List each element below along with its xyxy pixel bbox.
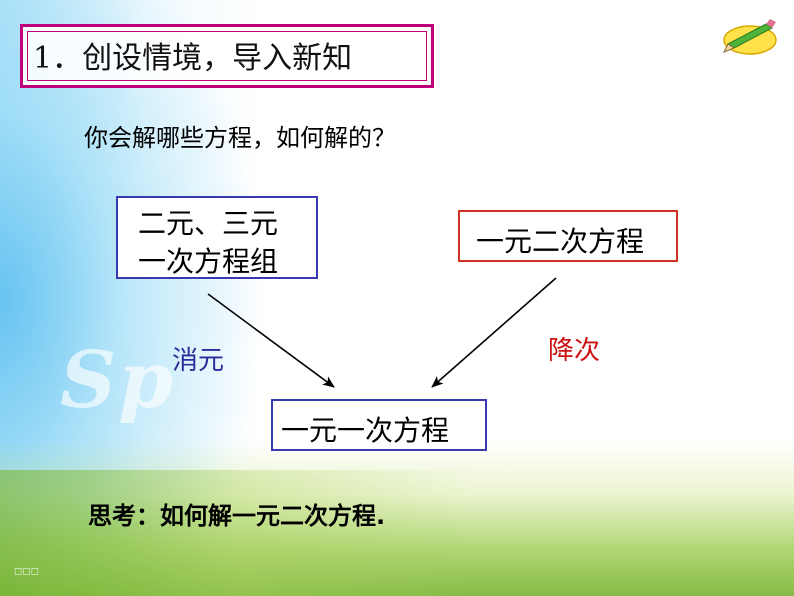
box-right-label: 一元二次方程	[476, 225, 645, 258]
box-linear-equation: 一元一次方程	[271, 399, 487, 451]
slide-title: 1．创设情境，导入新知	[33, 41, 353, 76]
think-prompt: 思考：如何解一元二次方程.	[88, 502, 386, 530]
grass-background-overlay	[0, 470, 794, 596]
edge-label-degree-reduction: 降次	[548, 336, 601, 366]
title-box: 1．创设情境，导入新知	[20, 24, 434, 88]
pencil-icon	[722, 19, 777, 55]
question-text: 你会解哪些方程，如何解的？	[84, 124, 396, 152]
edge-label-elimination: 消元	[172, 346, 225, 376]
box-quadratic-equation: 一元二次方程	[458, 210, 678, 262]
title-inner-frame	[27, 31, 427, 81]
box-left-line1: 二元、三元	[138, 207, 279, 240]
arrow-left-to-bottom	[207, 293, 335, 388]
background-brand-mark: ◻◻◻	[14, 566, 39, 577]
box-multivariable-linear-systems: 二元、三元 一次方程组	[116, 196, 318, 279]
background-watermark: Sp	[60, 335, 175, 426]
box-bottom-label: 一元一次方程	[281, 414, 450, 447]
arrow-right-to-bottom	[431, 277, 557, 388]
box-left-line2: 一次方程组	[138, 245, 279, 278]
